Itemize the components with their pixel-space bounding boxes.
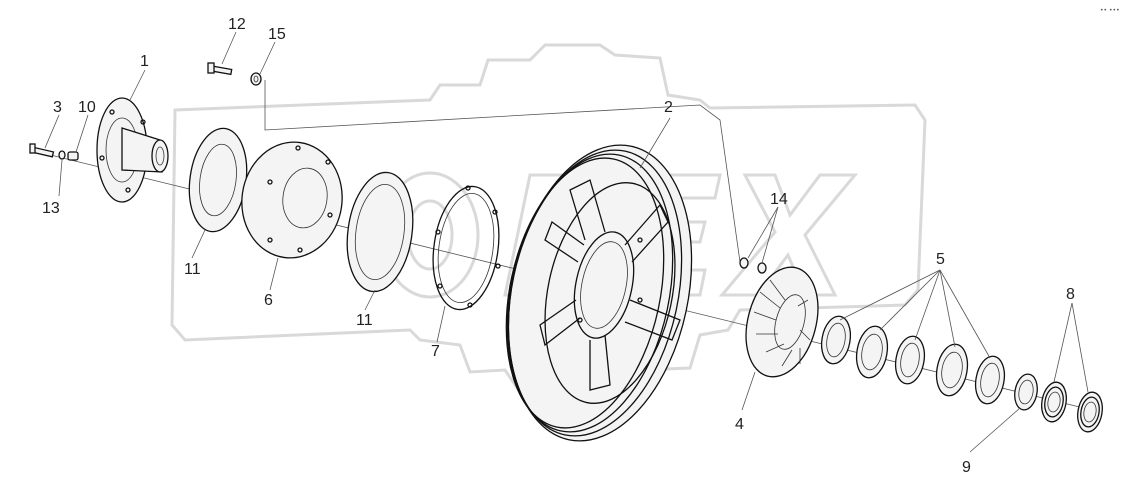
callout-14: 14 [770, 191, 788, 208]
callout-15: 15 [268, 26, 286, 43]
corner-mark: •• ••• [1100, 7, 1120, 14]
part-7-gasket [432, 185, 501, 311]
shim-2 [855, 325, 889, 379]
part-11-disc-left [188, 127, 248, 233]
bearing-2 [1077, 391, 1103, 433]
callout-10: 10 [78, 99, 96, 116]
part-4-impeller [745, 266, 819, 378]
callout-7: 7 [431, 343, 440, 360]
part-3-bolt [29, 143, 55, 158]
impeller-fins [753, 279, 811, 367]
callout-8: 8 [1066, 286, 1075, 303]
callout-5: 5 [936, 251, 945, 268]
callout-2: 2 [664, 99, 673, 116]
callout-6: 6 [264, 292, 273, 309]
watermark-gear-outline [170, 43, 927, 397]
part-5-shims [820, 315, 1006, 405]
part-2-pulley [505, 144, 693, 442]
callout-9: 9 [962, 459, 971, 476]
shim-5 [974, 355, 1006, 405]
part-13-washer [58, 150, 66, 160]
part-10-spacer [67, 151, 79, 161]
callout-1: 1 [140, 53, 149, 70]
callout-3: 3 [53, 99, 62, 116]
part-6-plate [241, 141, 343, 259]
shim-3 [894, 335, 926, 385]
part-9-ring [1014, 373, 1038, 411]
bearing-1 [1041, 381, 1067, 423]
callout-12: 12 [228, 16, 246, 33]
part-15-nut [250, 72, 262, 86]
part-11-disc-middle [346, 171, 414, 293]
part-12-bolt [207, 62, 233, 76]
shim-4 [935, 343, 969, 397]
pulley-spokes [539, 179, 681, 391]
watermark-letter-x [718, 173, 859, 297]
callout-13: 13 [42, 200, 60, 217]
part-14-nuts [739, 257, 767, 274]
callout-11-middle: 11 [356, 312, 373, 329]
part-1-hub [96, 97, 169, 203]
leader-lines [44, 31, 1089, 453]
callout-4: 4 [735, 416, 744, 433]
callout-labels: 1 2 3 4 5 6 7 8 9 10 11 11 12 13 14 15 [42, 16, 1075, 476]
watermark-letter-e [618, 173, 722, 297]
shim-1 [820, 315, 852, 365]
callout-11-left: 11 [184, 261, 201, 278]
part-8-bearings [1041, 381, 1103, 433]
